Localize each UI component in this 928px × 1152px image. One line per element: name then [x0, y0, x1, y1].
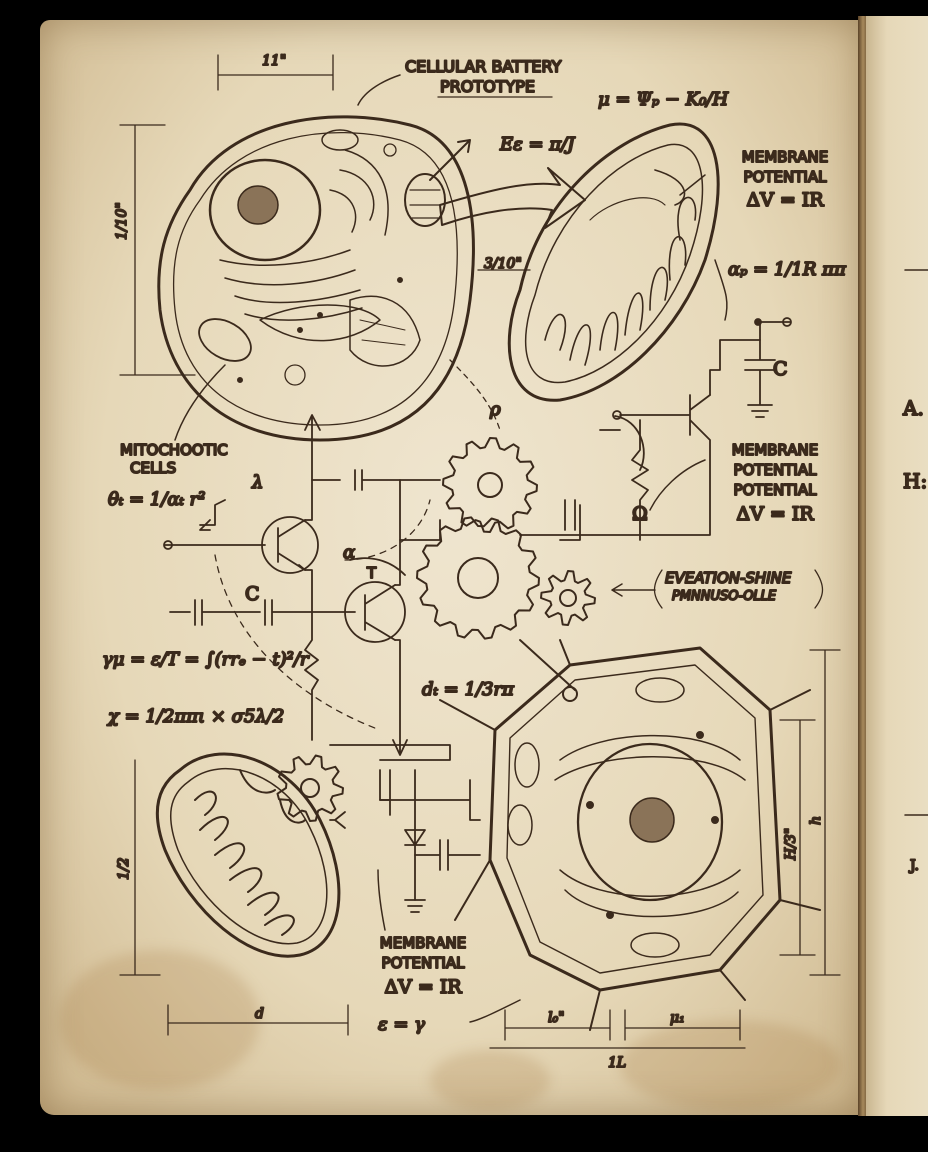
dim-lower-left-h: 1/2	[116, 857, 132, 880]
eq-mu: μ = Ψₚ − K₀/H	[598, 89, 728, 110]
membrane-label-3b: POTENTIAL	[382, 954, 466, 972]
eq-e-gamma: ε = γ	[378, 1014, 425, 1035]
side-text-h: H:	[903, 469, 927, 493]
dimension-lines	[119, 54, 841, 1049]
evea-label-b: PMNNUSO-OLLE	[672, 589, 777, 604]
eq-d: dₜ = 1/3rπ	[422, 679, 515, 700]
omega-label: Ω	[632, 503, 648, 525]
dim-bottom-total: 1L	[608, 1055, 626, 1071]
membrane-label-2d: ΔV = IR	[736, 503, 814, 525]
side-text-j: J.	[908, 858, 919, 874]
rho-label: ρ	[489, 399, 501, 420]
membrane-label-1b: POTENTIAL	[744, 168, 828, 186]
gear-icon	[276, 754, 344, 822]
animal-cell-top	[157, 115, 475, 442]
membrane-label-1a: MEMBRANE	[742, 148, 828, 166]
dim-bottom-a: l₀"	[548, 1010, 565, 1026]
mito-label-a: MITOCHOOTIC	[120, 441, 228, 459]
gears	[276, 437, 596, 822]
mito-label-b: CELLS	[130, 459, 176, 477]
dim-lower-left-w: d	[255, 1006, 264, 1022]
mitochondrion-top	[507, 122, 720, 402]
capacitor-c-right: C	[773, 358, 788, 380]
dim-top-width: 11"	[262, 53, 286, 69]
membrane-label-2b: POTENTIAL	[734, 461, 818, 479]
paper-stain	[430, 1050, 550, 1110]
dim-right-h-outer: h	[808, 816, 824, 825]
dim-left-height: 1/10"	[114, 202, 130, 240]
eq-e: Eε = π/J	[499, 134, 576, 155]
callout-lines	[174, 74, 728, 1023]
gear-icon	[416, 516, 540, 640]
circuit-network	[163, 317, 792, 913]
paper-stain	[620, 1020, 840, 1110]
notebook-spine	[858, 16, 868, 1116]
gear-icon	[442, 437, 538, 533]
membrane-label-3a: MEMBRANE	[380, 934, 466, 952]
membrane-label-2a: MEMBRANE	[732, 441, 818, 459]
eq-alpha-p: αₚ = 1/1R ππ	[728, 259, 847, 280]
dim-bottom-b: μ₁	[670, 1010, 685, 1026]
dim-right-h-inner: H/3"	[783, 828, 799, 861]
capacitor-c-left: C	[245, 583, 260, 605]
dim-three-tenths: 3/10"	[484, 256, 522, 272]
eq-chi: χ = 1/2ππι × σ5λ/2	[106, 706, 284, 727]
mitochondrion-bottom	[155, 752, 341, 958]
subtitle-text: PROTOTYPE	[440, 77, 535, 96]
side-text-a: A.	[902, 396, 924, 420]
membrane-label-1c: ΔV = IR	[746, 189, 824, 211]
lambda-label: λ	[251, 472, 263, 493]
membrane-label-3c: ΔV = IR	[384, 976, 462, 998]
t-label: T	[366, 564, 377, 582]
gear-icon	[540, 570, 596, 626]
membrane-label-2c: POTENTIAL	[734, 481, 818, 499]
title-text: CELLULAR BATTERY	[405, 57, 562, 76]
plant-cell	[439, 639, 821, 1031]
facing-page	[866, 16, 928, 1116]
eq-theta: θₜ = 1/αₜ r²	[108, 489, 205, 510]
paper-stain	[60, 950, 260, 1090]
eq-gamma: γμ = ε/T = ∫(rrₑ − t)²/r	[102, 649, 310, 670]
evea-label-a: EVEATION-SHINE	[665, 569, 792, 587]
alpha-label: α	[343, 542, 355, 563]
